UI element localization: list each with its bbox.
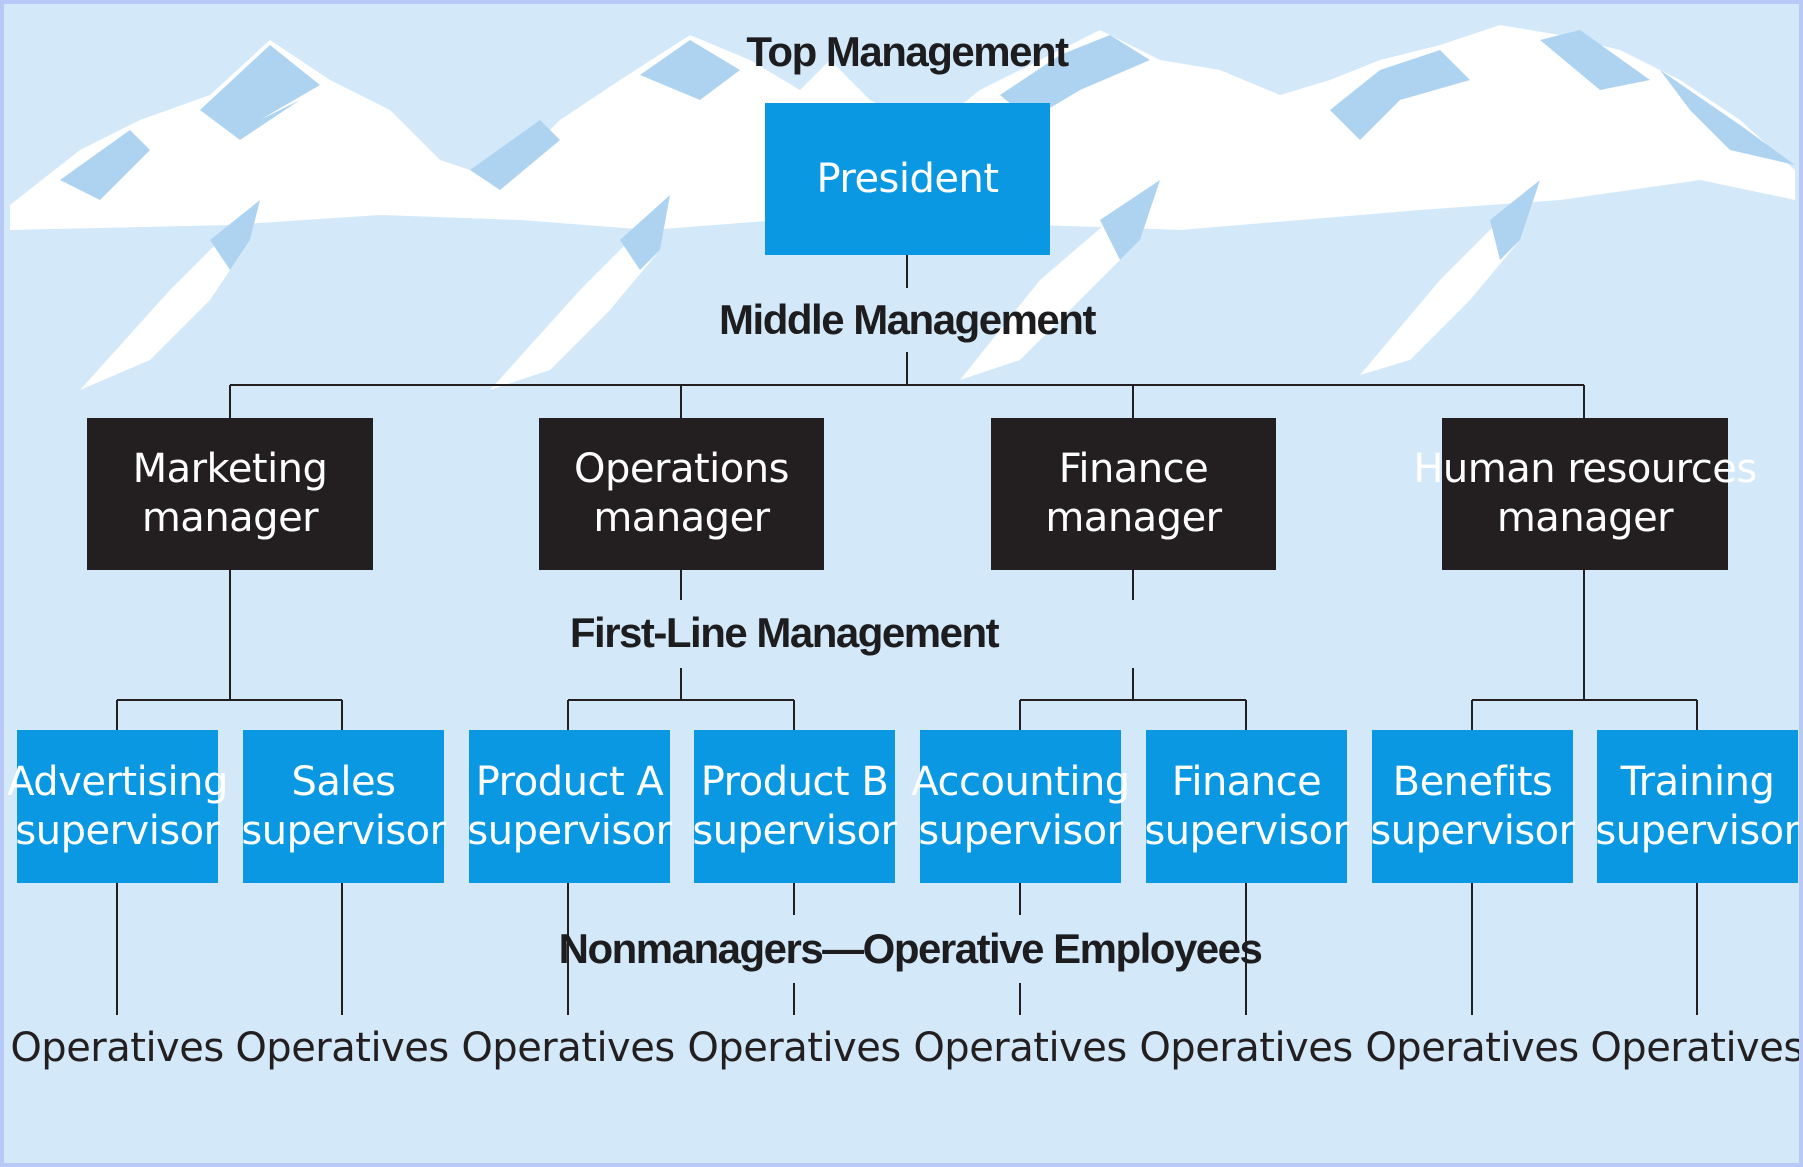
advertising-supervisor-box: Advertising supervisor — [7, 730, 228, 883]
sales-supervisor-box: Sales supervisor — [241, 730, 446, 883]
box-label-line1: Sales — [291, 758, 396, 805]
mountain-shadow — [60, 130, 150, 200]
training-supervisor-box: Training supervisor — [1595, 730, 1800, 883]
box-label-line2: supervisor — [15, 807, 220, 854]
accounting-supervisor-box: Accounting supervisor — [911, 730, 1130, 883]
human-resources-manager-box: Human resources manager — [1413, 418, 1757, 570]
marketing-manager-box: Marketing manager — [87, 418, 373, 570]
finance-supervisor-box: Finance supervisor — [1144, 730, 1349, 883]
box-label-line1: Accounting — [911, 758, 1130, 805]
box-label-line2: supervisor — [1144, 807, 1349, 854]
box-label-line1: Benefits — [1392, 758, 1553, 805]
operatives-label: Operatives — [913, 1025, 1127, 1071]
connector-lines — [116, 255, 1698, 1015]
operatives-label: Operatives — [687, 1025, 901, 1071]
box-label-line1: Training — [1620, 758, 1775, 805]
mountain-shadow — [1660, 70, 1795, 165]
mountain-shadow — [200, 45, 320, 140]
box-label-line2: manager — [141, 495, 319, 541]
snow-streak-shadow — [1100, 180, 1160, 260]
operations-manager-box: Operations manager — [539, 418, 824, 570]
box-label-line1: Finance — [1171, 758, 1322, 805]
box-label-line1: Human resources — [1413, 446, 1757, 493]
operatives-label: Operatives — [1139, 1025, 1353, 1071]
box-label: President — [816, 155, 999, 202]
product-a-supervisor-box: Product A supervisor — [467, 730, 672, 883]
product-b-supervisor-box: Product B supervisor — [692, 730, 897, 883]
operatives-label: Operatives — [1365, 1025, 1579, 1071]
mountain-shadow — [1330, 50, 1470, 140]
box-label-line2: supervisor — [1595, 807, 1800, 854]
box-label-line1: Operations — [574, 446, 789, 493]
box-label-line2: manager — [593, 495, 770, 541]
level-heading-top: Top Management — [746, 28, 1069, 75]
mountain-shadow — [470, 120, 560, 190]
mountain-shadow — [1540, 30, 1650, 90]
snow-streak-shadow — [1490, 180, 1540, 260]
president-box: President — [765, 103, 1050, 255]
mountain-shadow — [640, 40, 740, 100]
level-heading-middle: Middle Management — [719, 296, 1096, 343]
box-label-line2: supervisor — [467, 807, 672, 854]
finance-manager-box: Finance manager — [991, 418, 1276, 570]
box-label-line1: Finance — [1058, 446, 1209, 493]
operatives-label: Operatives — [10, 1025, 224, 1071]
operatives-label: Operatives — [461, 1025, 675, 1071]
operatives-label: Operatives — [1590, 1025, 1803, 1071]
snow-streak-shadow — [210, 200, 260, 270]
level-heading-first-line: First-Line Management — [569, 609, 1000, 656]
mountain-shadow — [1000, 35, 1150, 120]
box-label-line1: Product A — [475, 758, 664, 805]
box-label-line2: supervisor — [692, 807, 897, 854]
level-heading-nonmanagers: Nonmanagers—Operative Employees — [558, 925, 1263, 972]
box-label-line1: Product B — [700, 758, 889, 805]
box-label-line1: Marketing — [132, 446, 328, 493]
box-label-line2: manager — [1045, 495, 1222, 541]
box-label-line1: Advertising — [7, 758, 228, 805]
operatives-label: Operatives — [235, 1025, 449, 1071]
box-label-line2: supervisor — [1370, 807, 1575, 854]
box-label-line2: supervisor — [918, 807, 1123, 854]
snow-streak — [490, 195, 670, 390]
benefits-supervisor-box: Benefits supervisor — [1370, 730, 1575, 883]
snow-streak-shadow — [620, 195, 670, 270]
box-label-line2: supervisor — [241, 807, 446, 854]
box-label-line2: manager — [1496, 495, 1674, 541]
